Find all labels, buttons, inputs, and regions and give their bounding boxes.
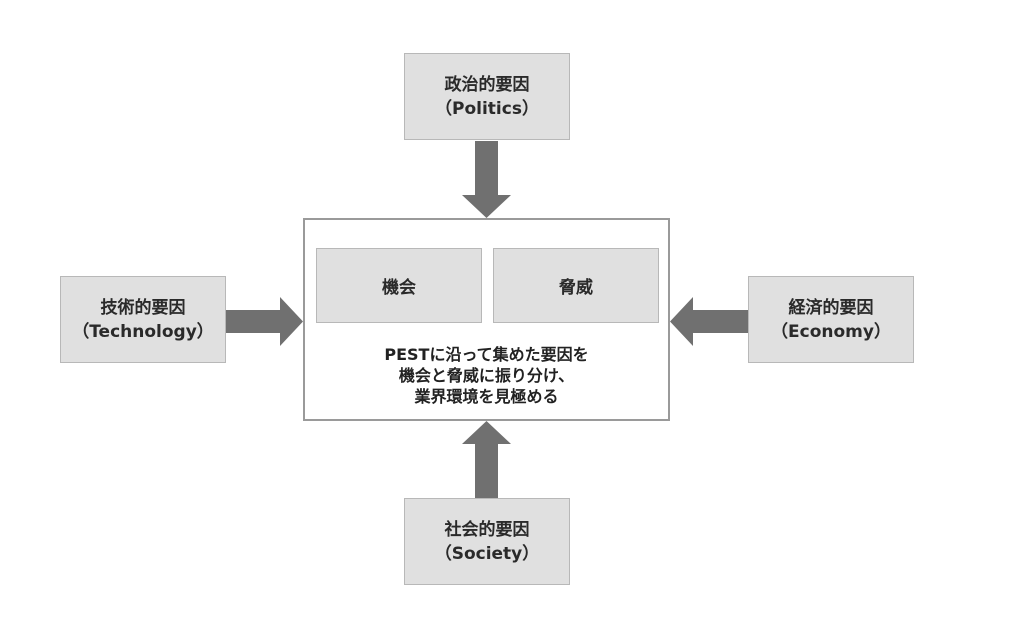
economy-title: 経済的要因: [788, 297, 874, 318]
society-subtitle: （Society）: [434, 543, 540, 564]
center-analysis-box: 機会 脅威 PESTに沿って集めた要因を 機会と脅威に振り分け、 業界環境を見極…: [303, 218, 670, 421]
economy-subtitle: （Economy）: [771, 321, 891, 342]
threat-label: 脅威: [559, 278, 593, 298]
description-line: 業界環境を見極める: [414, 387, 559, 406]
economy-factor-box: 経済的要因 （Economy）: [748, 276, 914, 363]
center-description: PESTに沿って集めた要因を 機会と脅威に振り分け、 業界環境を見極める: [305, 344, 668, 407]
opportunity-box: 機会: [316, 248, 482, 323]
arrow-society-up: [462, 421, 511, 498]
technology-title: 技術的要因: [100, 297, 186, 318]
society-title: 社会的要因: [444, 519, 530, 540]
technology-factor-box: 技術的要因 （Technology）: [60, 276, 226, 363]
description-line: 機会と脅威に振り分け、: [398, 366, 575, 385]
technology-subtitle: （Technology）: [72, 321, 214, 342]
politics-title: 政治的要因: [444, 74, 530, 95]
threat-box: 脅威: [493, 248, 659, 323]
society-factor-box: 社会的要因 （Society）: [404, 498, 570, 585]
politics-factor-box: 政治的要因 （Politics）: [404, 53, 570, 140]
description-line: PESTに沿って集めた要因を: [384, 345, 589, 364]
arrow-politics-down: [462, 141, 511, 218]
arrow-technology-right: [226, 297, 303, 346]
politics-subtitle: （Politics）: [435, 98, 539, 119]
arrow-economy-left: [670, 297, 748, 346]
opportunity-label: 機会: [382, 278, 416, 298]
